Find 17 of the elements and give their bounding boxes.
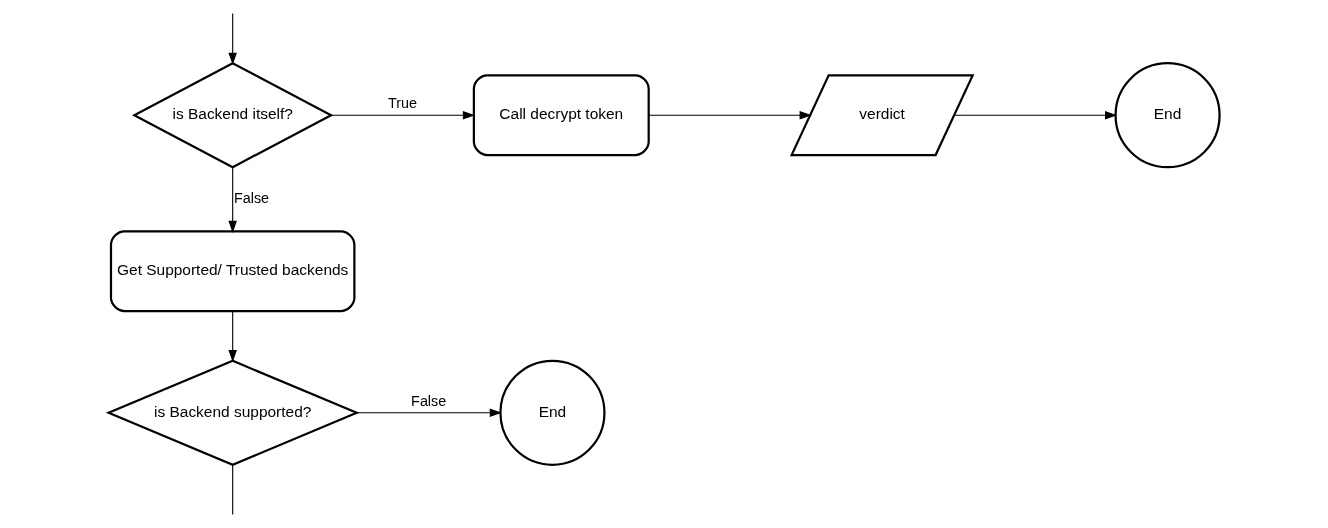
- edge-label: True: [387, 94, 418, 111]
- node-circle: End: [1114, 62, 1221, 169]
- arrow: [648, 110, 812, 120]
- edge-label: False: [411, 392, 447, 409]
- node-diamond: is Backend supported?: [105, 359, 360, 466]
- edge-label: False: [233, 190, 270, 207]
- node-box: Get Supported/ Trusted backends: [109, 230, 356, 313]
- arrow: [228, 310, 237, 363]
- node-box: Call decrypt token: [472, 74, 650, 157]
- arrow: [953, 110, 1118, 120]
- node-circle: End: [499, 359, 606, 466]
- arrow: [356, 408, 502, 418]
- arrow: [228, 12, 237, 65]
- connector: [232, 464, 234, 516]
- node-diamond: is Backend itself?: [131, 61, 334, 169]
- arrow: [330, 110, 476, 120]
- arrow: [228, 166, 237, 233]
